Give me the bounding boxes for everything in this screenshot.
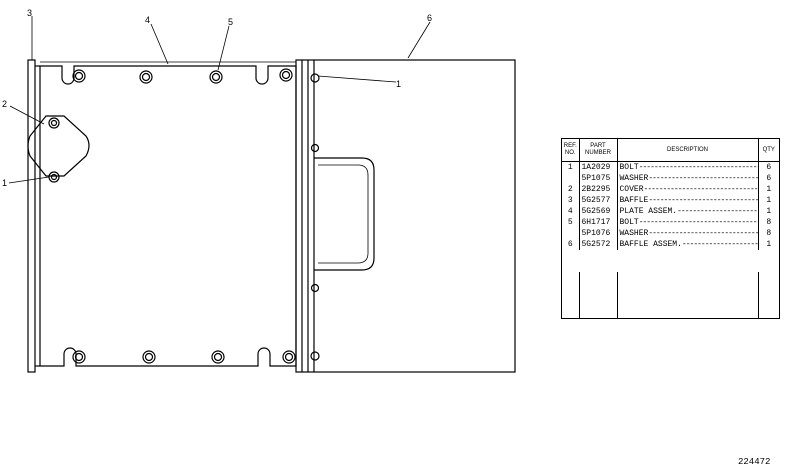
row-qty: 1 xyxy=(766,196,772,205)
row-ref xyxy=(562,228,580,239)
row-description: PLATE ASSEM.----------------------------… xyxy=(617,206,759,217)
header-qty: QTY xyxy=(758,139,779,162)
table-empty-area xyxy=(562,272,779,318)
row-part-number: 2B2295 xyxy=(579,184,618,195)
row-description: COVER-------------------------------- xyxy=(617,184,759,195)
row-description: BAFFLE-------------------------------- xyxy=(617,195,759,206)
row-ref: 5 xyxy=(562,217,580,228)
row-part-number: 6H1717 xyxy=(579,217,618,228)
row-ref: 3 xyxy=(562,195,580,206)
row-qty: 1 xyxy=(766,207,772,216)
callout-4: 4 xyxy=(145,15,150,25)
baffle-edge xyxy=(27,59,40,373)
callout-6: 6 xyxy=(427,13,432,23)
row-part-number: 5G2577 xyxy=(579,195,618,206)
row-qty: 1 xyxy=(766,240,772,249)
row-ref xyxy=(562,173,580,184)
row-qty: 8 xyxy=(766,218,772,227)
table-row: 6 5G2572 BAFFLE ASSEM.------------------… xyxy=(562,239,779,250)
row-part-number: 5P1075 xyxy=(579,173,618,184)
row-part-number: 5P1076 xyxy=(579,228,618,239)
cover xyxy=(27,115,90,183)
row-qty: 6 xyxy=(766,163,772,172)
callout-2: 2 xyxy=(2,99,7,109)
row-ref: 4 xyxy=(562,206,580,217)
row-part-number: 5G2569 xyxy=(579,206,618,217)
callout-5: 5 xyxy=(228,17,233,27)
callout-1-left: 1 xyxy=(2,178,7,188)
header-ref-no: REF. NO. xyxy=(562,139,580,162)
callout-3: 3 xyxy=(27,8,32,18)
top-bolts xyxy=(72,68,293,84)
header-description: DESCRIPTION xyxy=(617,139,759,162)
row-part-number: 1A2029 xyxy=(579,161,618,173)
callout-1-top: 1 xyxy=(396,79,401,89)
table-row: 3 5G2577 BAFFLE-------------------------… xyxy=(562,195,779,206)
row-description: WASHER-------------------------------- xyxy=(617,228,759,239)
row-qty: 1 xyxy=(766,185,772,194)
row-description: BOLT-------------------------------- xyxy=(617,217,759,228)
row-part-number: 5G2572 xyxy=(579,239,618,250)
table-row: 5P1076 WASHER---------------------------… xyxy=(562,228,779,239)
row-ref: 1 xyxy=(562,161,580,173)
table-row: 2 2B2295 COVER--------------------------… xyxy=(562,184,779,195)
plate-assembly xyxy=(39,61,297,367)
table-row: 5 6H1717 BOLT---------------------------… xyxy=(562,217,779,228)
row-description: BAFFLE ASSEM.---------------------------… xyxy=(617,239,759,250)
table-header-row: REF. NO. PART NUMBER DESCRIPTION QTY xyxy=(562,139,779,162)
leader-lines xyxy=(8,16,431,184)
table-row: 5P1075 WASHER---------------------------… xyxy=(562,173,779,184)
baffle-assembly-box xyxy=(295,59,516,373)
row-qty: 8 xyxy=(766,229,772,238)
drawing-number: 224472 xyxy=(738,457,771,467)
header-part-number: PART NUMBER xyxy=(579,139,618,162)
row-description: BOLT-------------------------------- xyxy=(617,161,759,173)
row-qty: 6 xyxy=(766,174,772,183)
table-row: 1 1A2029 BOLT---------------------------… xyxy=(562,161,779,173)
table-row: 4 5G2569 PLATE ASSEM.-------------------… xyxy=(562,206,779,217)
bottom-bolts xyxy=(72,350,296,364)
row-ref: 2 xyxy=(562,184,580,195)
row-ref: 6 xyxy=(562,239,580,250)
parts-list-table: REF. NO. PART NUMBER DESCRIPTION QTY 1 1… xyxy=(561,138,780,319)
row-description: WASHER-------------------------------- xyxy=(617,173,759,184)
